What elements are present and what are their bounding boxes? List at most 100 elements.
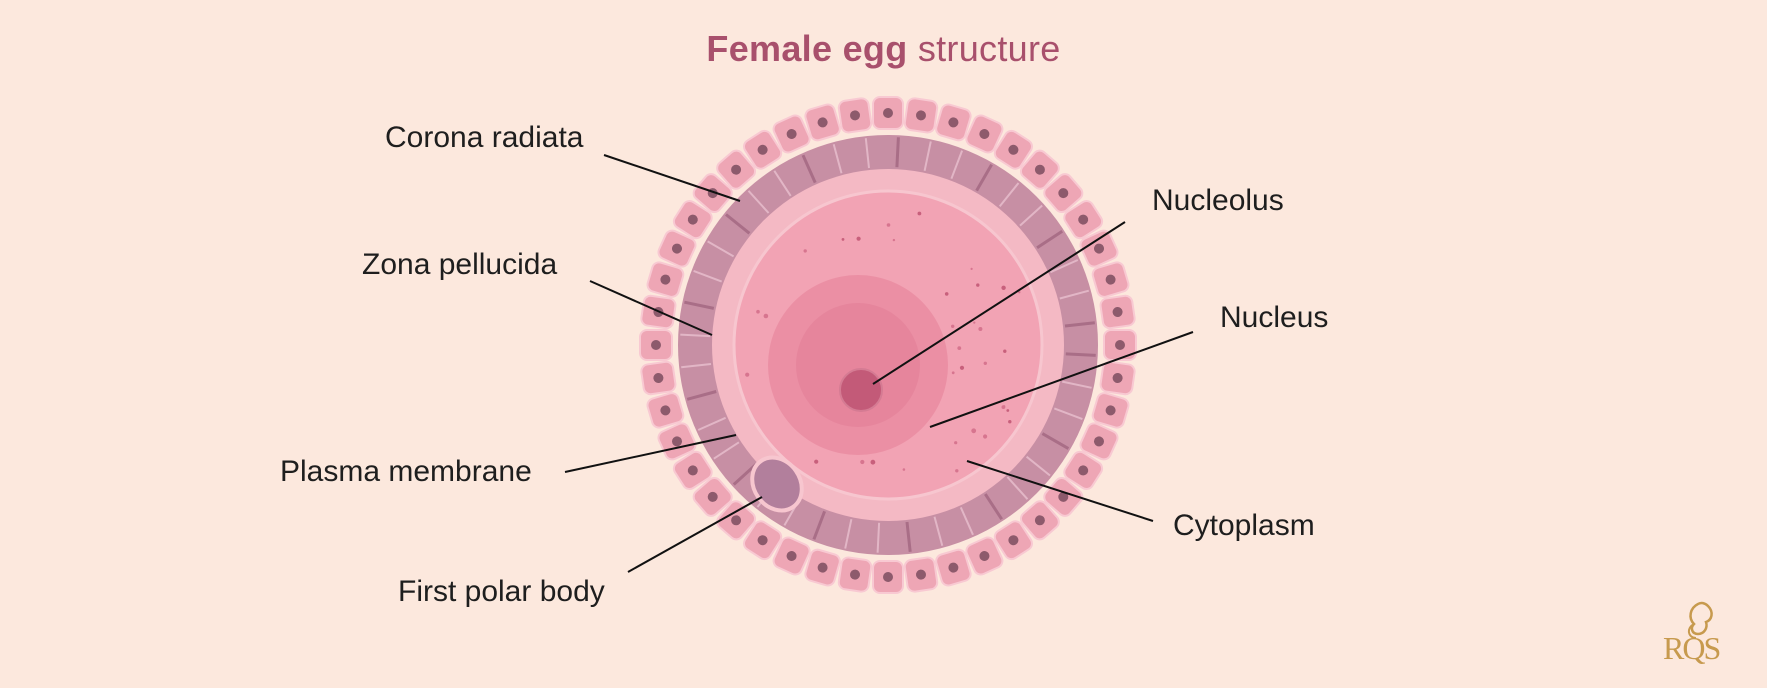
lion-crest-icon bbox=[1688, 601, 1713, 639]
granule bbox=[902, 468, 906, 471]
zona-stripe bbox=[697, 416, 727, 431]
leader-lines bbox=[564, 154, 1194, 573]
corona-cell bbox=[837, 97, 873, 134]
zona-stripe bbox=[725, 213, 751, 235]
title-bold: Female egg bbox=[706, 28, 908, 69]
corona-cell bbox=[1091, 261, 1130, 298]
zona-stripe bbox=[933, 516, 944, 547]
corona-cell bbox=[1043, 173, 1084, 214]
zona-stripe bbox=[686, 390, 717, 401]
granule bbox=[978, 327, 983, 331]
leader-corona-radiata bbox=[603, 154, 741, 202]
corona-cell bbox=[772, 536, 811, 576]
granule bbox=[1006, 409, 1010, 412]
zona-stripe bbox=[1065, 352, 1096, 357]
zona-stripe bbox=[998, 182, 1020, 208]
granule bbox=[954, 441, 958, 445]
zona-pellucida-stripes bbox=[680, 137, 1096, 553]
zona-stripe bbox=[747, 190, 770, 214]
zona-stripe bbox=[959, 506, 974, 536]
granule bbox=[959, 365, 965, 370]
granule bbox=[1008, 420, 1012, 424]
corona-cell bbox=[903, 97, 939, 134]
corona-cell bbox=[1103, 329, 1137, 361]
label-nucleus: Nucleus bbox=[1220, 301, 1329, 334]
granule bbox=[803, 249, 807, 253]
label-plasma-membrane: Plasma membrane bbox=[280, 455, 532, 488]
granule bbox=[944, 292, 949, 296]
title-rest: structure bbox=[917, 28, 1061, 69]
zona-stripe bbox=[680, 333, 711, 338]
zona-stripe bbox=[707, 240, 735, 258]
zona-stripe bbox=[732, 463, 758, 486]
cytoplasm-granules bbox=[745, 211, 1021, 473]
corona-cell bbox=[1091, 392, 1130, 429]
label-nucleolus: Nucleolus bbox=[1152, 184, 1284, 217]
granule bbox=[1018, 291, 1021, 294]
zona-stripe bbox=[713, 441, 740, 460]
label-first-polar-body: First polar body bbox=[398, 575, 605, 608]
corona-cell bbox=[646, 392, 685, 429]
corona-cell bbox=[640, 360, 677, 396]
granule bbox=[756, 309, 760, 314]
zona-stripe bbox=[1036, 230, 1064, 249]
granule bbox=[886, 223, 891, 227]
granule bbox=[971, 428, 977, 434]
granule bbox=[745, 372, 750, 377]
granule bbox=[957, 346, 962, 350]
zona-stripe bbox=[923, 141, 932, 172]
granule bbox=[763, 313, 769, 319]
corona-cell bbox=[1019, 500, 1060, 541]
zona-stripe bbox=[773, 170, 792, 197]
granule bbox=[860, 459, 865, 465]
zona-stripe bbox=[832, 143, 843, 174]
corona-cell bbox=[772, 114, 811, 154]
corona-cell bbox=[1063, 450, 1104, 490]
corona-cell bbox=[837, 556, 873, 593]
corona-cell bbox=[993, 129, 1033, 170]
zona-stripe bbox=[812, 510, 827, 540]
corona-cell bbox=[804, 103, 841, 142]
corona-cell bbox=[716, 500, 757, 541]
leader-nucleus bbox=[929, 331, 1194, 428]
corona-cell bbox=[872, 560, 904, 594]
nucleus-inner bbox=[796, 303, 920, 427]
corona-cell bbox=[935, 103, 972, 142]
zona-stripe bbox=[864, 138, 870, 169]
nucleolus bbox=[839, 368, 883, 412]
corona-cell bbox=[965, 114, 1004, 154]
granule bbox=[841, 238, 845, 241]
corona-cell bbox=[965, 536, 1004, 576]
zona-stripe bbox=[681, 363, 712, 369]
corona-cell bbox=[657, 229, 697, 268]
zona-stripe bbox=[1006, 476, 1029, 500]
corona-cell bbox=[1099, 360, 1136, 396]
zona-stripe bbox=[1061, 380, 1092, 389]
granule bbox=[1003, 349, 1007, 353]
zona-stripe bbox=[905, 521, 912, 552]
zona-stripe bbox=[984, 493, 1003, 521]
zona-stripe bbox=[895, 137, 900, 168]
corona-cell bbox=[1043, 476, 1084, 517]
corona-cell bbox=[1063, 200, 1104, 240]
zona-stripe bbox=[1025, 455, 1051, 477]
corona-cell bbox=[993, 520, 1033, 561]
zona-stripe bbox=[1053, 407, 1083, 421]
zona-stripe bbox=[876, 522, 881, 553]
leader-nucleolus bbox=[872, 221, 1126, 385]
corona-cell bbox=[646, 261, 685, 298]
granule bbox=[917, 211, 922, 216]
leader-zona-pellucida bbox=[589, 280, 713, 336]
granule bbox=[973, 321, 976, 324]
granule bbox=[970, 267, 973, 270]
zona-stripe bbox=[1019, 204, 1043, 227]
granule bbox=[1001, 285, 1006, 290]
corona-cell bbox=[716, 149, 757, 190]
granule bbox=[951, 371, 955, 375]
zona-stripe bbox=[1059, 289, 1090, 300]
zona-stripe bbox=[950, 150, 964, 180]
corona-cell bbox=[935, 548, 972, 587]
zona-stripe bbox=[801, 154, 817, 184]
corona-cell bbox=[672, 200, 713, 240]
